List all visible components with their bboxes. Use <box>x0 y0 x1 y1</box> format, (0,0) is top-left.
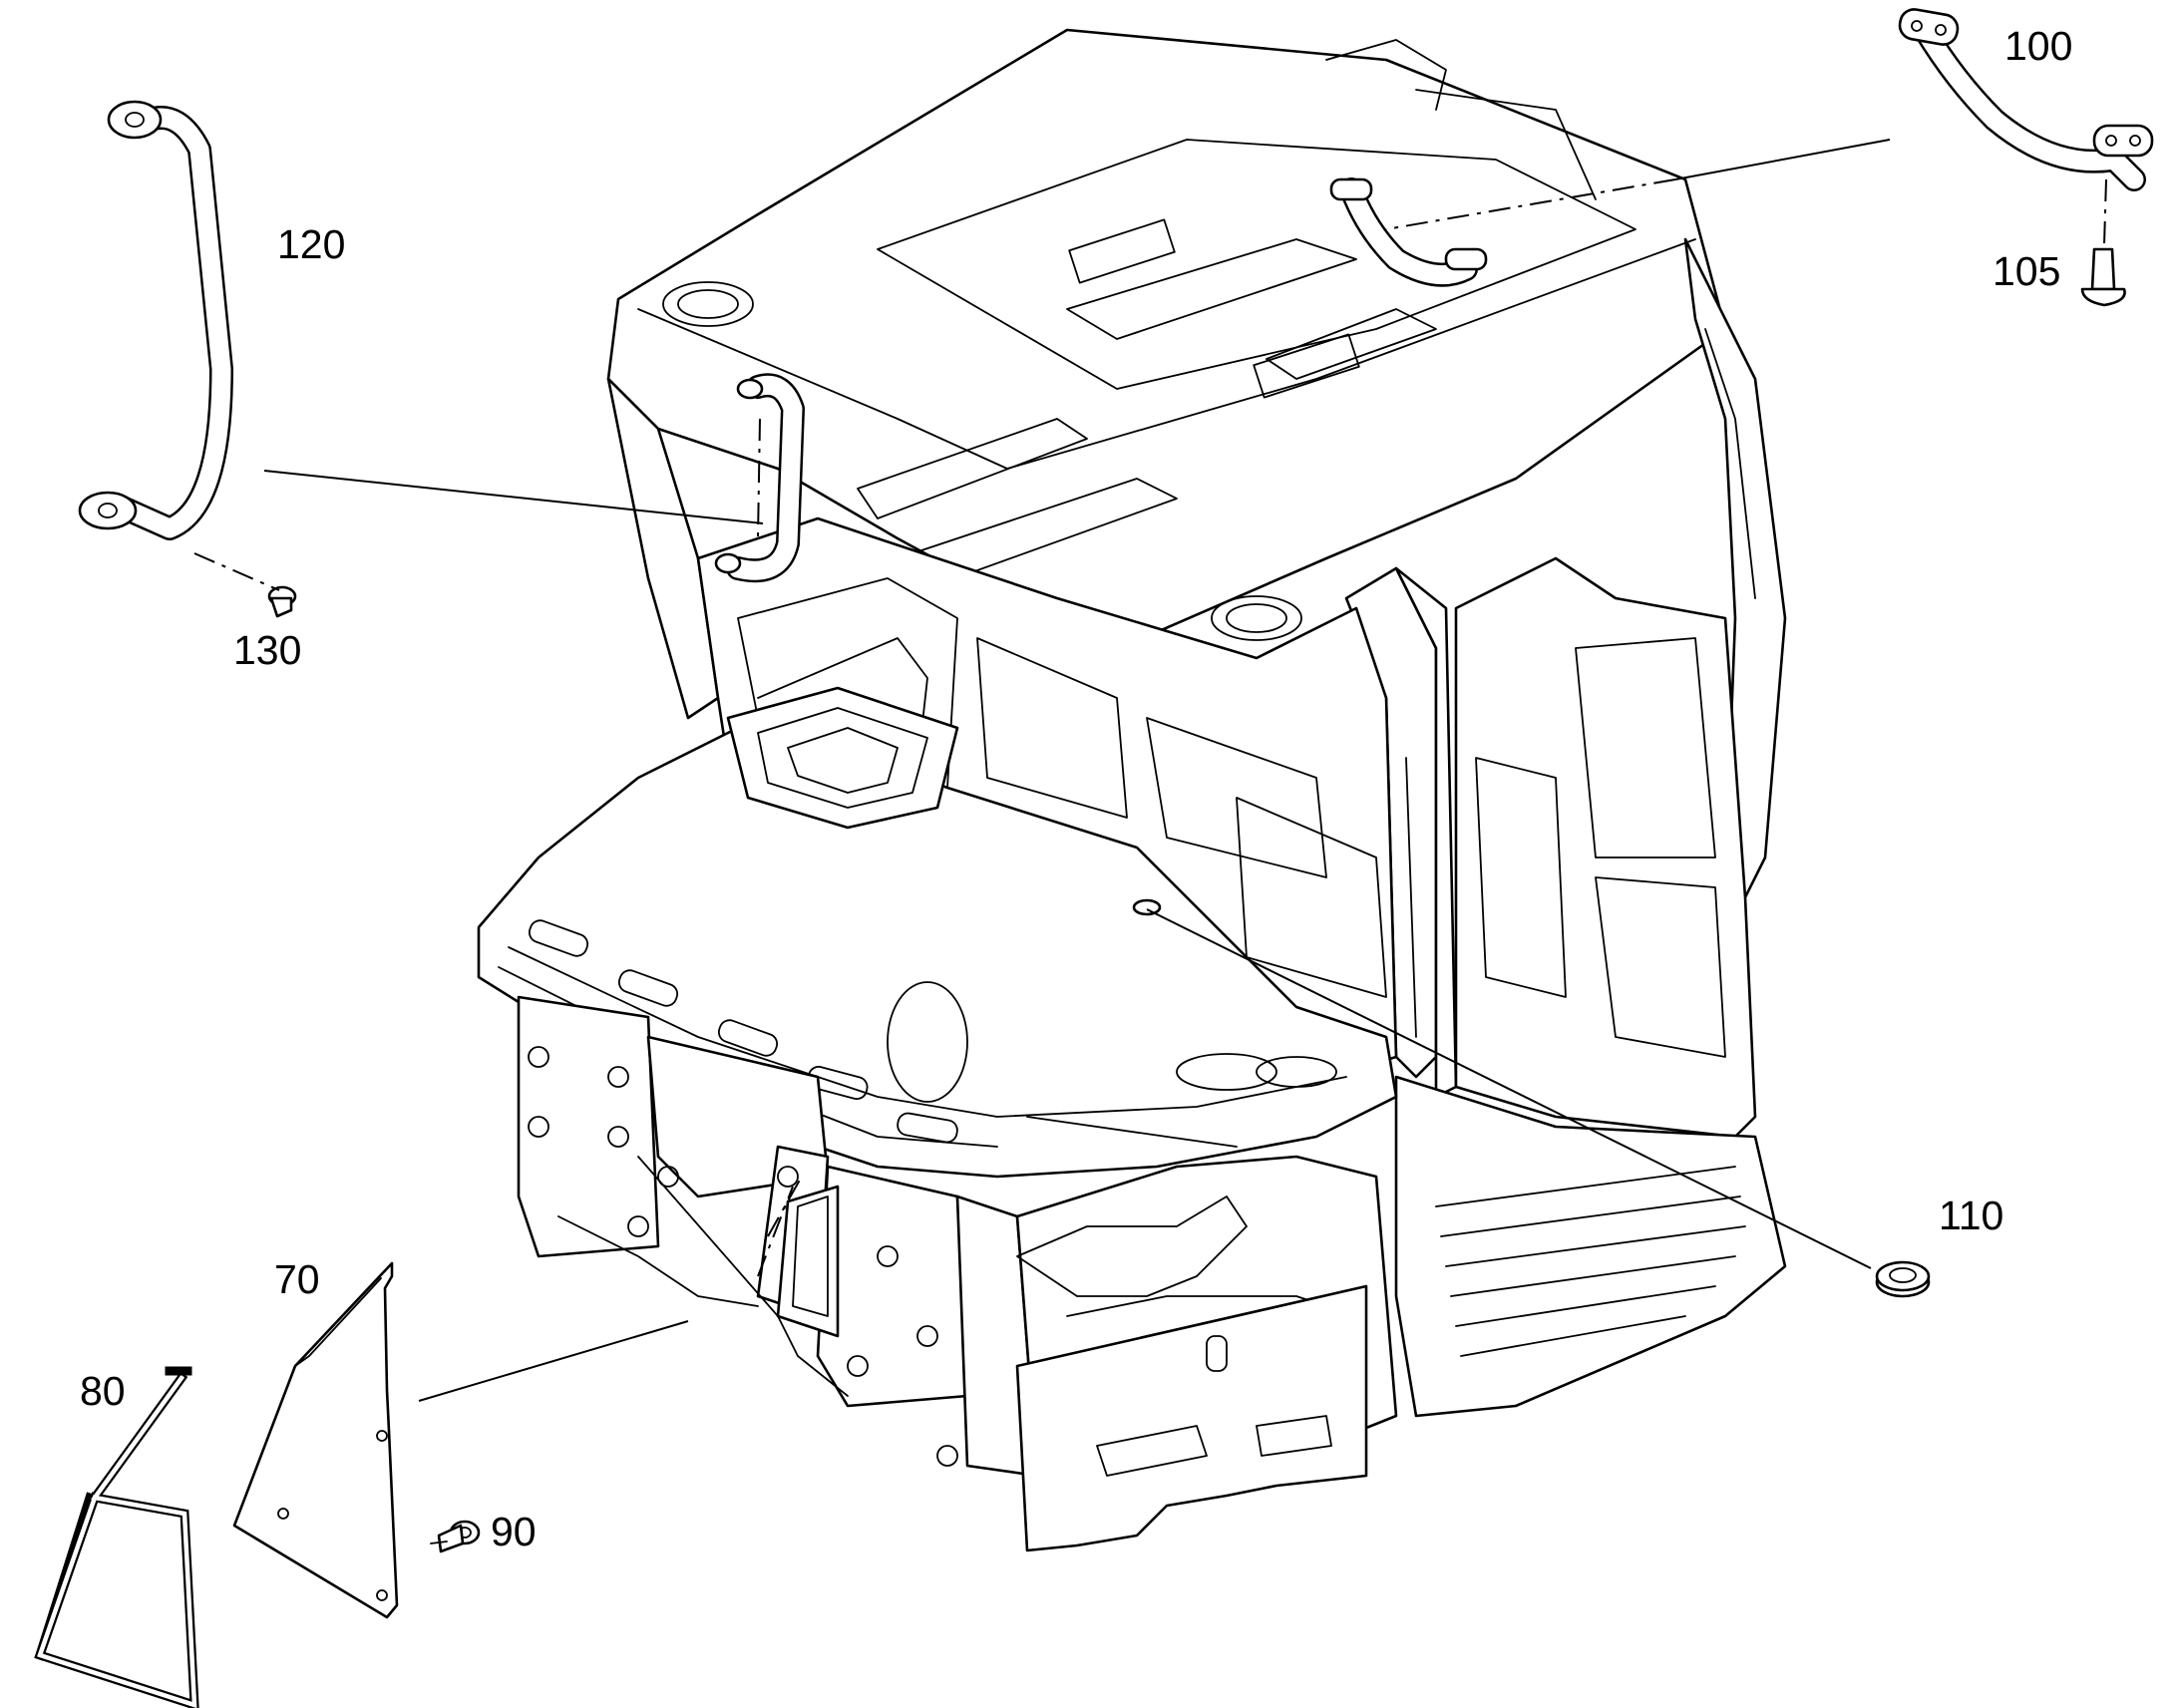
callout-labels: 100 105 110 120 130 70 80 90 <box>80 23 2072 1554</box>
callout-110: 110 <box>1939 1193 2003 1238</box>
grommet-110 <box>1875 1260 1931 1298</box>
callout-100: 100 <box>2004 23 2072 69</box>
bolt-105 <box>2080 247 2126 307</box>
callout-90: 90 <box>491 1509 537 1554</box>
leader-lines <box>193 139 2107 1402</box>
mounting-plate-installed <box>776 1185 840 1338</box>
grab-handle-120 <box>78 100 233 540</box>
wire-bracket-80 <box>34 1366 199 1708</box>
roof-handle-100 <box>1898 8 2154 191</box>
callout-120: 120 <box>277 221 345 267</box>
callout-70: 70 <box>274 1256 320 1302</box>
callout-130: 130 <box>233 627 301 673</box>
mounting-plate-70 <box>232 1261 399 1619</box>
callout-105: 105 <box>1993 248 2060 294</box>
grab-handle-installed <box>714 373 805 583</box>
grommet-installed <box>1132 898 1162 916</box>
screw-130 <box>267 585 297 618</box>
screw-90 <box>430 1520 481 1553</box>
callout-80: 80 <box>80 1368 126 1414</box>
cab-frame-assembly <box>477 28 1787 1552</box>
bolt-marks <box>528 1046 958 1467</box>
roof-handle-installed <box>1329 177 1488 287</box>
